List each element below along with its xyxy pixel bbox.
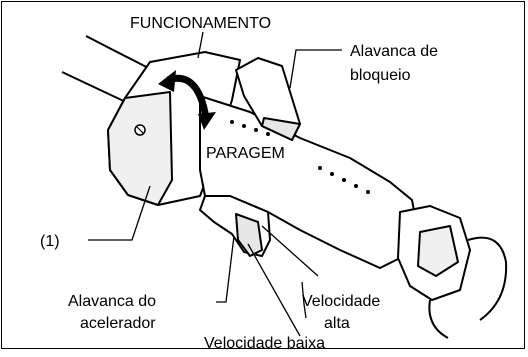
grip-body (107, 51, 508, 339)
curved-double-arrow-icon (158, 70, 216, 130)
label-alavanca-acelerador-line2: acelerador (80, 315, 156, 332)
screw-icon (134, 124, 146, 136)
leader-lines (88, 31, 342, 337)
label-alavanca-bloqueio-line2: bloqueio (350, 67, 411, 84)
label-velocidade-alta-line1: Velocidade (302, 293, 380, 310)
grip-dots (230, 120, 370, 194)
label-alavanca-bloqueio-line1: Alavanca de (350, 43, 438, 60)
label-paragem: PARAGEM (206, 145, 285, 162)
label-velocidade-alta-line2: alta (324, 315, 350, 332)
label-velocidade-baixa: Velocidade baixa (204, 335, 325, 352)
label-callout-1: (1) (40, 233, 60, 250)
label-alavanca-acelerador-line1: Alavanca do (68, 293, 156, 310)
label-funcionamento: FUNCIONAMENTO (130, 15, 271, 32)
